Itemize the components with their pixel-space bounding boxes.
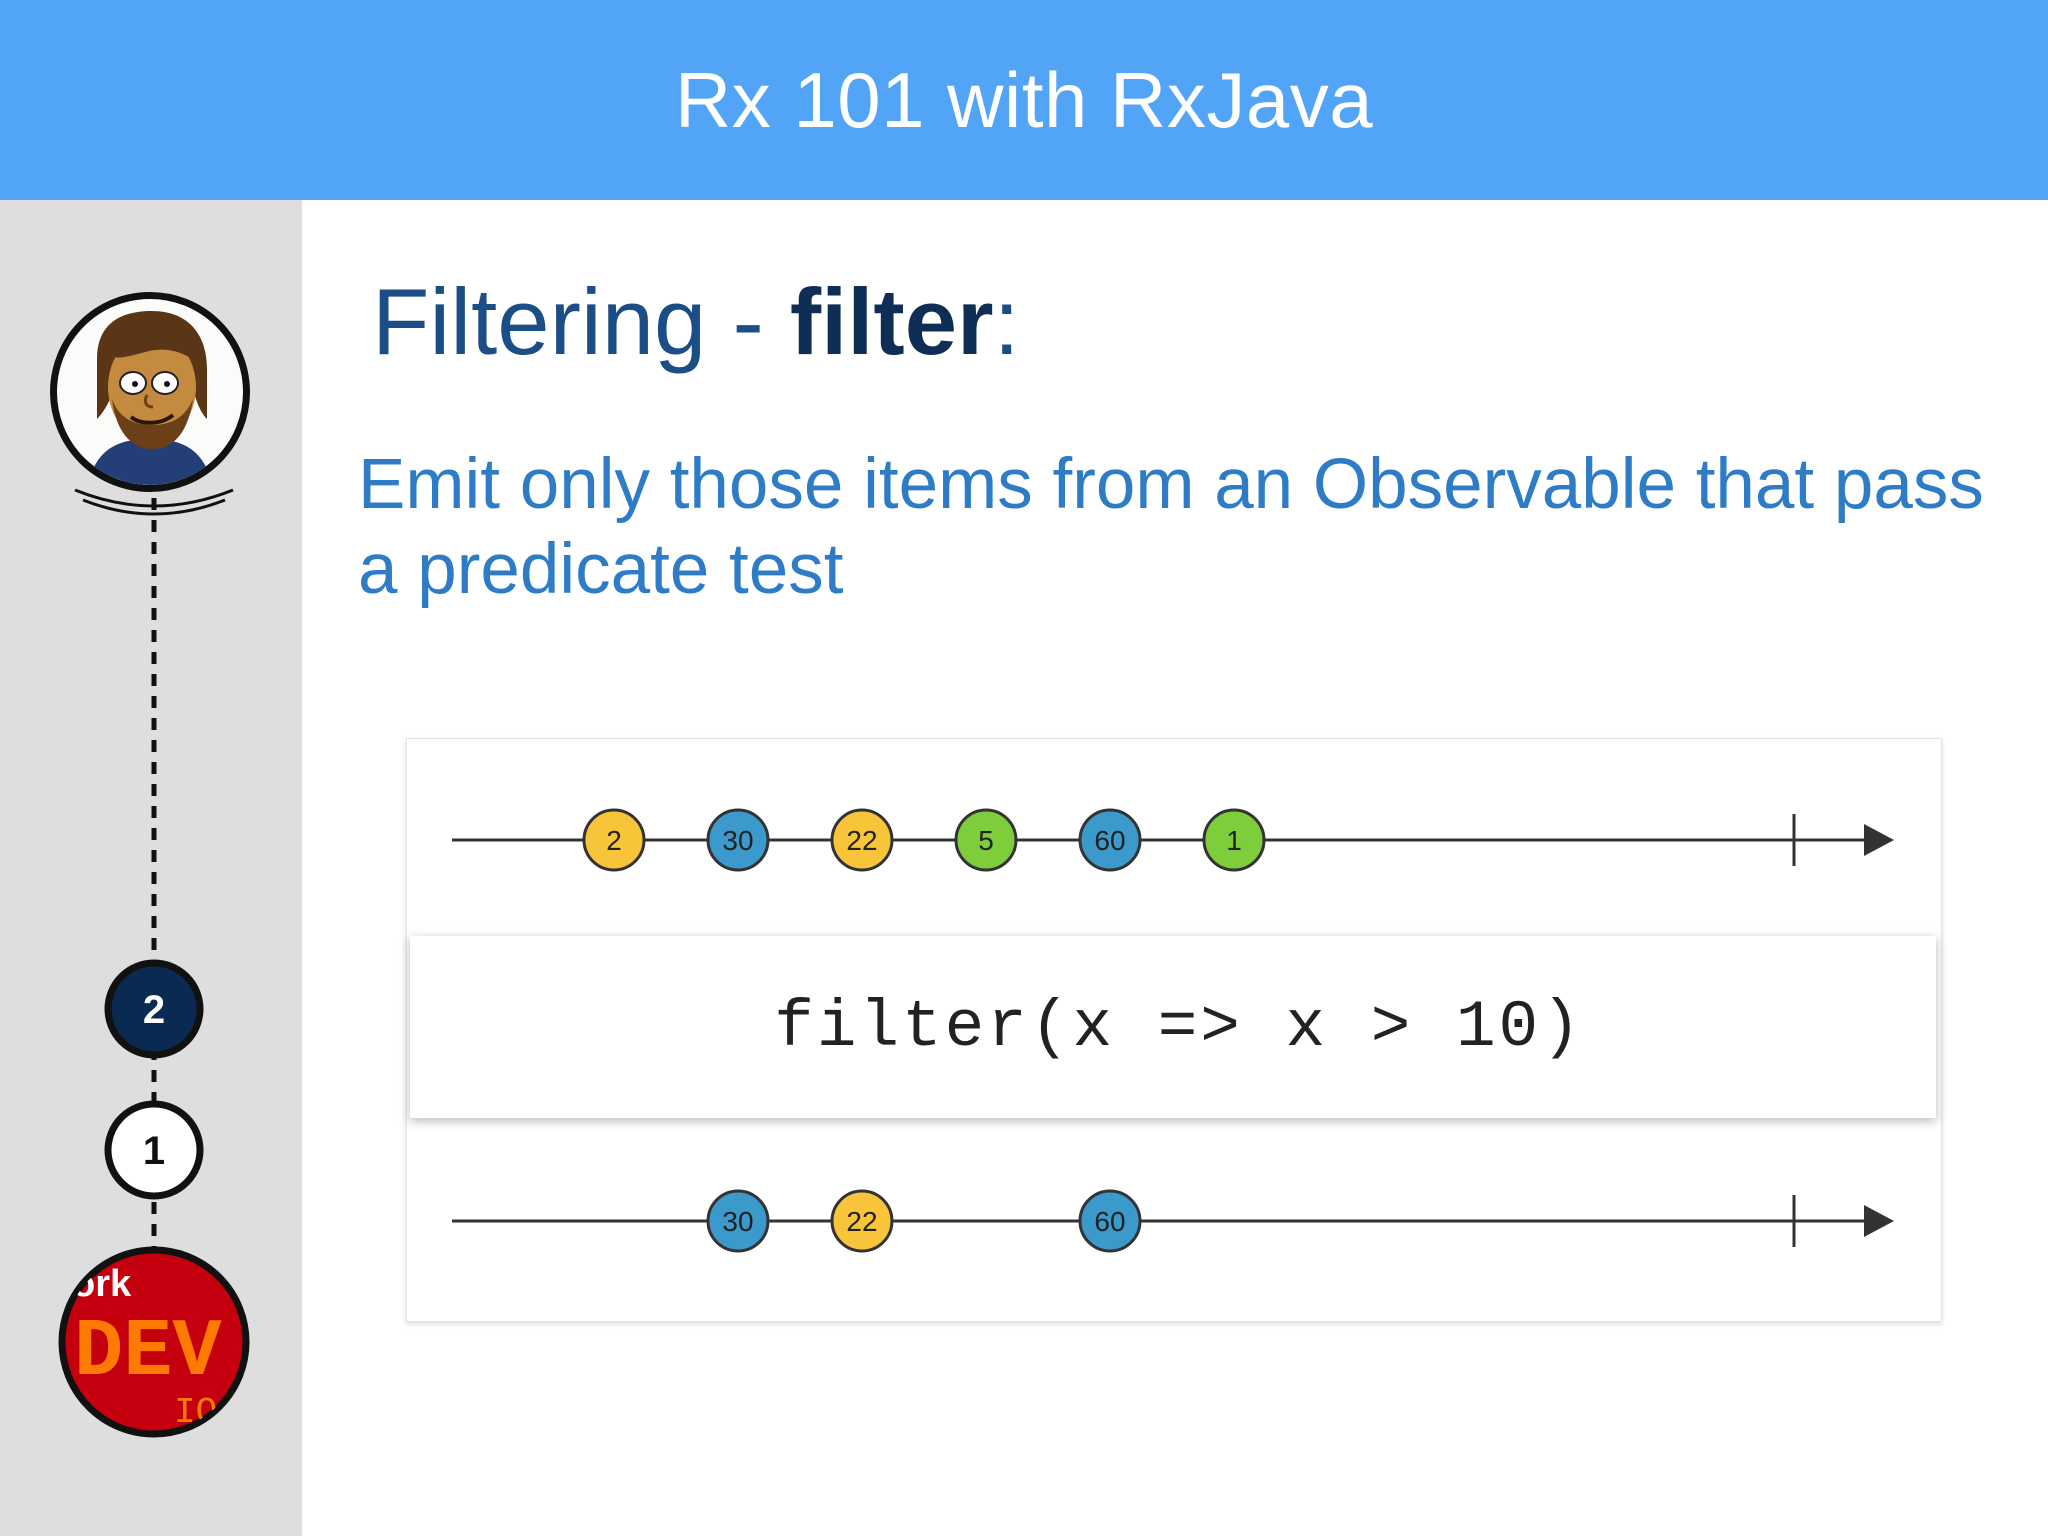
input-marble: 22 [830,808,894,872]
input-marble-circle [1078,808,1142,872]
input-marbles: 2 30 22 5 60 1 [582,808,1266,872]
operator-box: filter(x => x > 10) [410,936,1936,1118]
progress-step-1-label: 1 [143,1129,165,1173]
input-marble-label: 2 [606,825,622,856]
presenter-avatar [50,292,250,492]
output-marble-circle [830,1189,894,1253]
input-marble-circle [582,808,646,872]
slide-description: Emit only those items from an Observable… [358,445,1984,609]
output-marble-circle [1078,1189,1142,1253]
output-timeline [452,1195,1894,1247]
input-marble-label: 22 [846,825,877,856]
input-marble-circle [830,808,894,872]
slide-heading: Filtering - filter: [372,268,1020,376]
output-marble-label: 30 [722,1206,753,1237]
input-marble-circle [954,808,1018,872]
output-marbles: 30 22 60 [706,1189,1142,1253]
progress-step-1: 1 [104,1100,204,1200]
input-marble-label: 5 [978,825,994,856]
input-marble-label: 30 [722,825,753,856]
heading-suffix: : [993,269,1020,374]
slide-header: Rx 101 with RxJava [0,0,2048,200]
input-marble: 2 [582,808,646,872]
heading-prefix: Filtering - [372,269,790,374]
input-marble-label: 1 [1226,825,1242,856]
progress-step-2-label: 2 [143,988,165,1032]
input-marble: 1 [1202,808,1266,872]
input-marble-circle [1202,808,1266,872]
input-marble: 5 [954,808,1018,872]
output-marble: 30 [706,1189,770,1253]
cork-dev-logo: ork DEV IO [58,1246,250,1438]
output-marble-label: 22 [846,1206,877,1237]
output-marble: 22 [830,1189,894,1253]
input-arrowhead-icon [1864,824,1894,856]
output-marble-circle [706,1189,770,1253]
input-marble-label: 60 [1094,825,1125,856]
input-marble: 30 [706,808,770,872]
input-marble-circle [706,808,770,872]
presenter-portrait-icon [87,311,213,485]
input-timeline [452,814,1894,866]
operator-label: filter(x => x > 10) [774,989,1584,1065]
input-marble: 60 [1078,808,1142,872]
output-marble-label: 60 [1094,1206,1125,1237]
output-arrowhead-icon [1864,1205,1894,1237]
progress-step-2: 2 [104,959,204,1059]
presentation-title: Rx 101 with RxJava [674,55,1374,144]
heading-operator-name: filter [789,269,994,374]
logo-text-main: DEV [74,1306,222,1399]
output-marble: 60 [1078,1189,1142,1253]
